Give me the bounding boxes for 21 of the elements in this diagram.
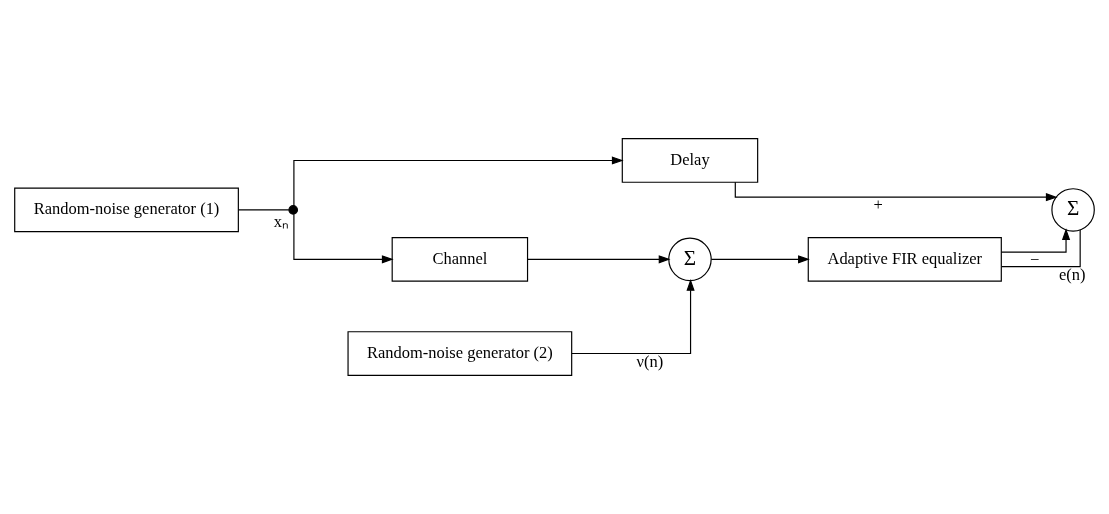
arrow	[1000, 228, 1071, 253]
edge-label: +	[873, 195, 883, 215]
node-box: Random-noise generator (1)	[14, 187, 239, 233]
arrow	[710, 255, 810, 264]
arrow	[293, 213, 394, 264]
connector	[238, 209, 290, 211]
edge-label: −	[1030, 250, 1040, 270]
node-box: Delay	[621, 138, 759, 183]
node-circle: Σ	[668, 237, 712, 282]
node-box: Channel	[391, 237, 529, 282]
connector	[1001, 229, 1081, 268]
node-circle: Σ	[1051, 188, 1095, 232]
edge-label: e(n)	[1058, 264, 1086, 284]
edge-label: ν(n)	[636, 351, 664, 371]
arrow	[293, 156, 624, 207]
node-point	[288, 205, 299, 215]
node-label: xₙ	[273, 212, 289, 232]
node-box: Adaptive FIR equalizer	[807, 237, 1002, 282]
arrow	[571, 278, 695, 355]
node-box: Random-noise generator (2)	[347, 331, 573, 376]
arrow	[527, 255, 671, 264]
